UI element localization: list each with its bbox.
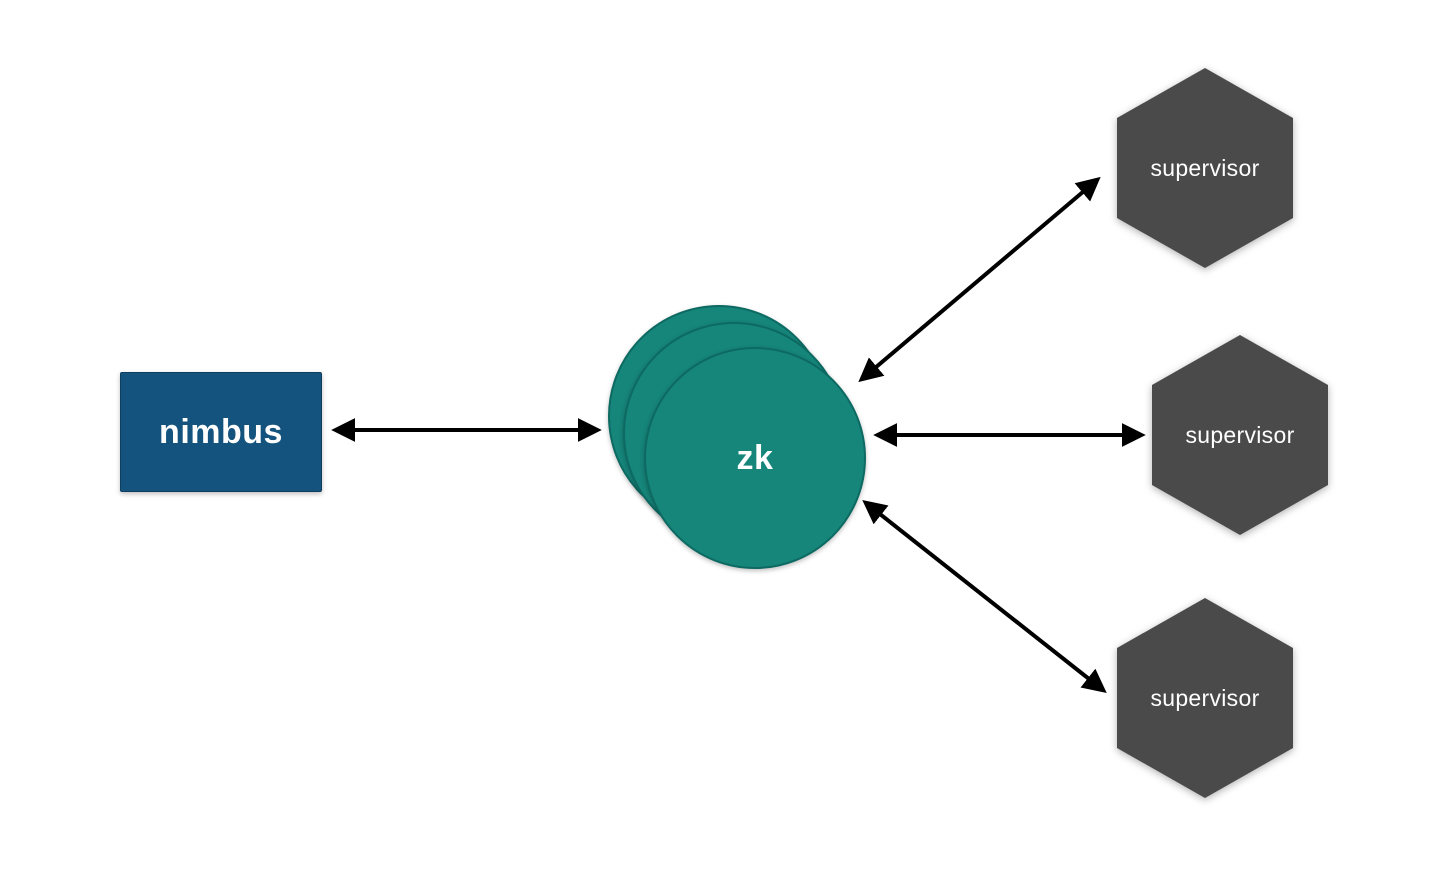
node-supervisor-middle: supervisor (1152, 335, 1328, 535)
edge-zk-supervisor-top (858, 176, 1101, 383)
zk-label: zk (736, 438, 774, 477)
hexagon-shape-middle: supervisor (1152, 335, 1328, 535)
hexagon-shape-bottom: supervisor (1117, 598, 1293, 798)
zk-circle-front: zk (644, 347, 866, 569)
supervisor-bottom-label: supervisor (1150, 684, 1260, 711)
node-supervisor-bottom: supervisor (1117, 598, 1293, 798)
hexagon-shape-top: supervisor (1117, 68, 1293, 268)
supervisor-top-label: supervisor (1150, 154, 1260, 181)
nimbus-label: nimbus (159, 412, 283, 451)
node-supervisor-top: supervisor (1117, 68, 1293, 268)
edge-zk-supervisor-bottom (862, 500, 1107, 693)
node-nimbus: nimbus (120, 372, 322, 492)
supervisor-middle-label: supervisor (1185, 421, 1295, 448)
